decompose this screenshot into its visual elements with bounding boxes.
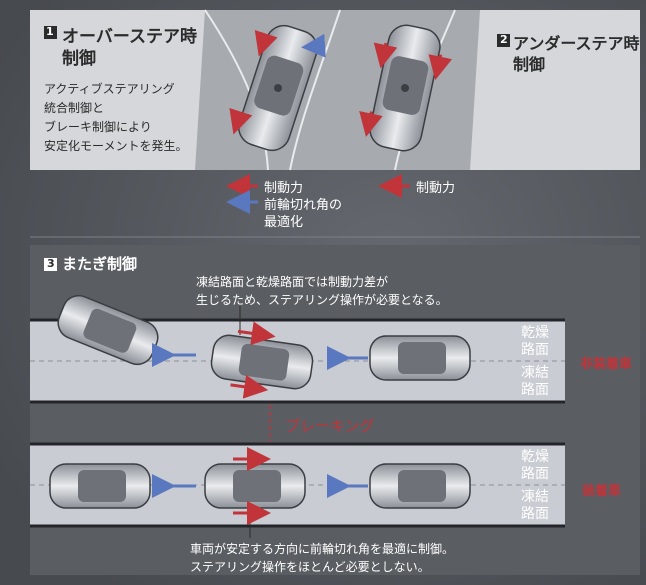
lane-frozen2-label: 凍結 路面	[521, 489, 549, 523]
note-top-line1: 凍結路面と乾燥路面では制動力差が	[196, 275, 389, 289]
lane-dry2-line2: 路面	[521, 466, 549, 482]
under-title-line2: 制御	[513, 55, 546, 74]
over-number: 1	[46, 25, 54, 38]
straddle-number: 3	[47, 257, 55, 270]
over-desc-line3: ブレーキ制御により	[44, 120, 152, 134]
car-row2-left	[49, 463, 151, 509]
car-oversteer	[229, 24, 326, 152]
lane-frozen-line2: 路面	[521, 382, 549, 398]
lane-frozen-line1: 凍結	[521, 365, 549, 381]
label-with-system: 装着車	[582, 484, 622, 499]
legend-angle-line1: 前輪切れ角の	[264, 198, 343, 213]
lane-dry-label: 乾燥 路面	[521, 325, 549, 359]
car-row2-approach	[369, 463, 471, 509]
lane-dry-line2: 路面	[521, 342, 549, 358]
number-box-1	[44, 26, 57, 39]
car-row2-braking	[204, 447, 306, 525]
note-bottom-line2: ステアリング操作をほとんど必要としない。	[190, 560, 430, 574]
over-title-line1: オーバーステア時	[62, 27, 197, 47]
over-desc-line1: アクティブステアリング	[44, 82, 175, 96]
note-top-line2: 生じるため、ステアリング操作が必要となる。	[196, 293, 448, 307]
lane-frozen2-line2: 路面	[521, 506, 549, 522]
note-bottom-line1: 車両が安定する方向に前輪切れ角を最適に制御。	[190, 542, 455, 556]
number-box-2	[497, 34, 510, 47]
lane-dry2-line1: 乾燥	[521, 449, 549, 465]
car-row1-approach	[369, 335, 471, 381]
legend-angle-line2: 最適化	[264, 215, 304, 230]
braking-label: ブレーキング	[285, 417, 375, 435]
legend-brake-right: 制動力	[416, 181, 456, 196]
lane-frozen-label: 凍結 路面	[521, 365, 549, 399]
over-desc-line2: 統合制御と	[44, 101, 105, 115]
car-understeer	[359, 24, 453, 152]
over-title-line2: 制御	[62, 49, 96, 69]
over-desc-line4: 安定化モーメントを発生。	[44, 139, 188, 153]
car-row1-spun	[57, 294, 159, 366]
under-title-line1: アンダーステア時	[513, 34, 640, 53]
straddle-title: またぎ制御	[62, 255, 138, 273]
label-without-system: 非装着車	[580, 357, 633, 372]
legend-brake-left: 制動力	[264, 181, 304, 196]
lane-frozen2-line1: 凍結	[521, 489, 549, 505]
under-number: 2	[500, 33, 508, 46]
car-row1-braking	[210, 321, 314, 399]
lane-dry2-label: 乾燥 路面	[521, 449, 549, 483]
number-box-3	[44, 258, 57, 271]
lane-dry-line1: 乾燥	[521, 325, 549, 341]
